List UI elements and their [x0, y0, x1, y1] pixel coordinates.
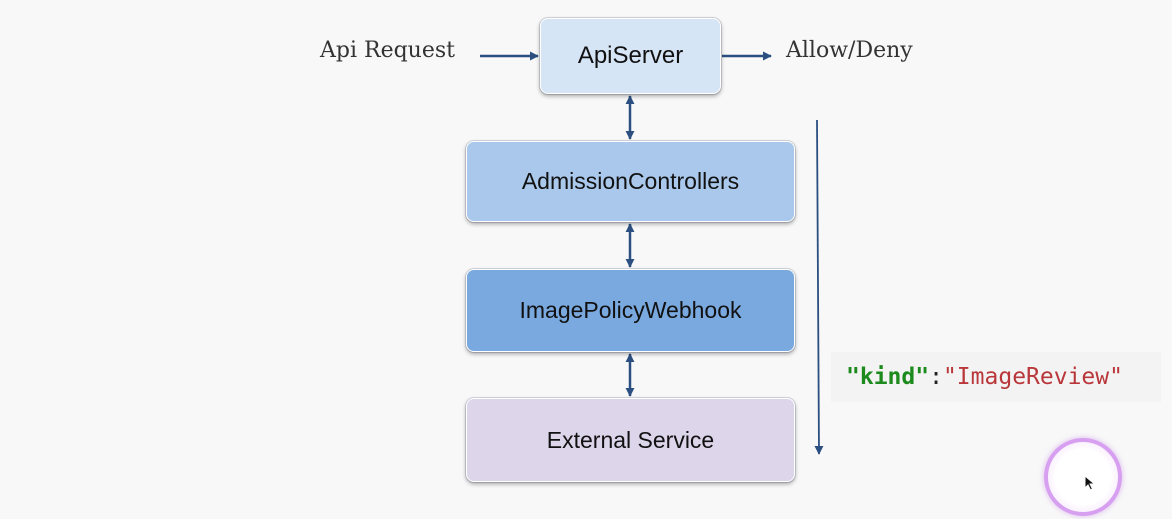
cursor-highlight-ring	[1044, 438, 1122, 516]
mouse-pointer-icon	[1084, 475, 1096, 491]
external-service-node: External Service	[466, 398, 795, 482]
image-policy-webhook-node: ImagePolicyWebhook	[466, 269, 795, 352]
admission-controllers-node: AdmissionControllers	[466, 141, 795, 222]
image-review-kind-snippet: "kind":"ImageReview"	[831, 352, 1161, 402]
code-colon: :	[929, 364, 943, 390]
flow-down-arrow	[814, 119, 824, 455]
api-request-label: Api Request	[320, 38, 455, 63]
allow-deny-label: Allow/Deny	[786, 38, 913, 63]
apiserver-node: ApiServer	[540, 18, 721, 94]
code-key: "kind"	[846, 364, 930, 390]
code-value: "ImageReview"	[942, 364, 1123, 390]
